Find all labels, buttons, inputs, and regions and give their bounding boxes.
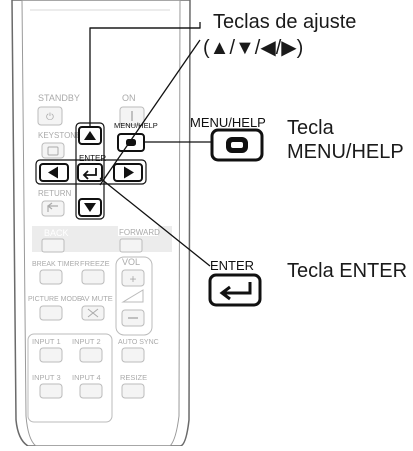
volume-ramp-icon bbox=[121, 289, 144, 303]
av-mute-label: AV MUTE bbox=[80, 294, 113, 303]
enter-key-icon bbox=[219, 282, 252, 301]
standby-button[interactable] bbox=[37, 106, 63, 126]
menu-key-label: MENU/HELP bbox=[190, 115, 266, 130]
menu-callout-line2: MENU/HELP bbox=[287, 141, 404, 163]
forward-label-bg bbox=[118, 226, 158, 236]
return-label: RETURN bbox=[38, 189, 72, 198]
keystone-label: KEYSTONE bbox=[38, 131, 81, 140]
input4-button[interactable] bbox=[79, 383, 103, 399]
resize-button[interactable] bbox=[121, 383, 145, 399]
input4-label: INPUT 4 bbox=[72, 373, 101, 382]
vol-label: VOL bbox=[122, 257, 140, 267]
back-button[interactable] bbox=[41, 238, 65, 253]
adjust-keys-arrows: (▲/▼/◀/▶) bbox=[203, 37, 304, 59]
adjust-keys-title: Teclas de ajuste bbox=[213, 11, 357, 33]
input1-button[interactable] bbox=[39, 347, 63, 363]
left-arrow-icon bbox=[48, 166, 58, 179]
picture-mode-label: PICTURE MODE bbox=[28, 296, 82, 303]
adjust-leader-diagonal bbox=[99, 39, 201, 186]
input-group-frame bbox=[27, 333, 113, 423]
auto-sync-button[interactable] bbox=[121, 347, 145, 363]
adjust-leader-horizontal bbox=[90, 22, 201, 29]
input1-label: INPUT 1 bbox=[32, 337, 61, 346]
forward-label: FORWARD bbox=[119, 228, 160, 237]
auto-sync-label: AUTO SYNC bbox=[118, 339, 159, 346]
resize-label: RESIZE bbox=[120, 373, 147, 382]
back-label: BACK bbox=[44, 228, 69, 238]
enter-key-label: ENTER bbox=[210, 258, 254, 273]
break-timer-button[interactable] bbox=[39, 269, 63, 285]
enter-button-small[interactable] bbox=[77, 163, 103, 182]
input2-label: INPUT 2 bbox=[72, 337, 101, 346]
left-right-group-frame bbox=[35, 159, 147, 185]
mute-icon bbox=[87, 308, 99, 318]
up-arrow-icon bbox=[84, 131, 96, 140]
enter-small-label: ENTER bbox=[79, 154, 106, 163]
return-icon bbox=[47, 202, 58, 212]
enter-key-large[interactable] bbox=[208, 273, 262, 307]
power-icon: ⏻ bbox=[46, 112, 54, 123]
input2-button[interactable] bbox=[79, 347, 103, 363]
forward-button[interactable] bbox=[119, 238, 143, 253]
volume-frame bbox=[115, 256, 153, 336]
enter-callout-text: Tecla ENTER bbox=[287, 260, 408, 282]
menu-help-small-label: MENU/HELP bbox=[114, 121, 158, 130]
menu-key-icon-inner bbox=[231, 142, 243, 148]
break-timer-label: BREAK TIMER bbox=[32, 261, 79, 268]
keystone-button[interactable] bbox=[41, 142, 65, 159]
right-arrow-icon bbox=[124, 166, 134, 179]
return-button[interactable] bbox=[41, 200, 65, 217]
input3-label: INPUT 3 bbox=[32, 373, 61, 382]
freeze-label: FREEZE bbox=[80, 259, 110, 268]
standby-label: STANDBY bbox=[38, 93, 80, 103]
down-arrow-icon bbox=[84, 203, 96, 212]
keystone-icon bbox=[47, 146, 59, 156]
menu-callout-line1: Tecla bbox=[287, 117, 334, 139]
on-label: ON bbox=[122, 93, 136, 103]
volume-up-button[interactable] bbox=[121, 269, 145, 287]
enter-leader-line bbox=[99, 177, 211, 267]
plus-icon: + bbox=[129, 272, 136, 286]
input3-button[interactable] bbox=[39, 383, 63, 399]
picture-mode-button[interactable] bbox=[39, 305, 63, 321]
enter-small-icon bbox=[82, 168, 97, 180]
freeze-button[interactable] bbox=[81, 269, 105, 285]
